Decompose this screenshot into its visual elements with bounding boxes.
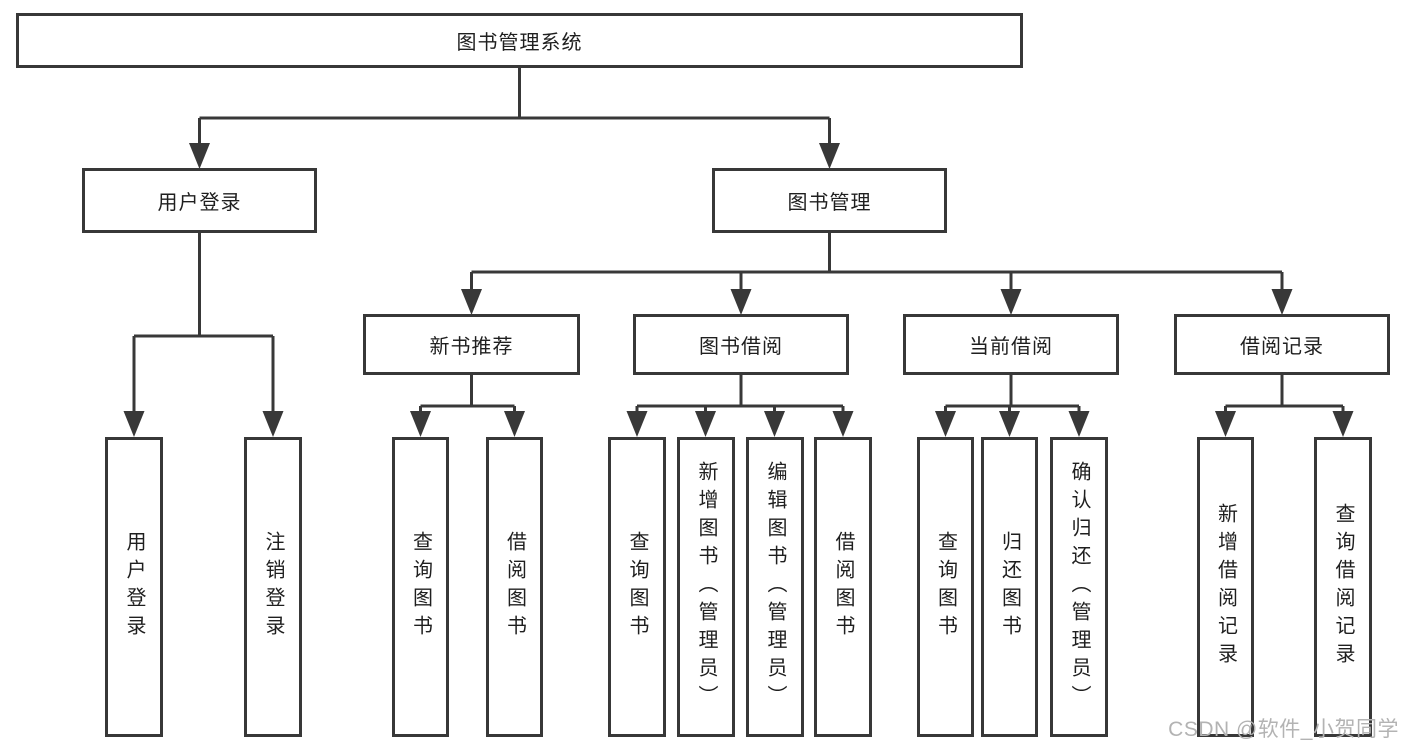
- leaf-confirm-return-admin: 确认归还（管理员）: [1050, 437, 1108, 737]
- node-new-book-recommend: 新书推荐: [363, 314, 580, 375]
- leaf-user-login: 用户登录: [105, 437, 163, 737]
- leaf-query-books-borrowing: 查询图书: [608, 437, 666, 737]
- node-user-login: 用户登录: [82, 168, 317, 233]
- arrowheads: [123, 143, 1354, 437]
- leaf-query-books-current: 查询图书: [917, 437, 974, 737]
- leaf-logout: 注销登录: [244, 437, 302, 737]
- watermark: CSDN @软件_小贺同学: [1168, 718, 1399, 741]
- node-current-borrowing: 当前借阅: [903, 314, 1119, 375]
- leaf-query-borrow-record: 查询借阅记录: [1314, 437, 1372, 737]
- leaf-borrow-books-recommend: 借阅图书: [486, 437, 543, 737]
- leaf-query-books-recommend: 查询图书: [392, 437, 449, 737]
- leaf-edit-book-admin: 编辑图书（管理员）: [746, 437, 804, 737]
- node-book-management-system: 图书管理系统: [16, 13, 1023, 68]
- leaf-borrow-books-borrowing: 借阅图书: [814, 437, 872, 737]
- node-borrowing-records: 借阅记录: [1174, 314, 1390, 375]
- leaf-add-book-admin: 新增图书（管理员）: [677, 437, 735, 737]
- node-book-borrowing: 图书借阅: [633, 314, 849, 375]
- leaf-add-borrow-record: 新增借阅记录: [1197, 437, 1254, 737]
- node-book-management: 图书管理: [712, 168, 947, 233]
- leaf-return-books: 归还图书: [981, 437, 1038, 737]
